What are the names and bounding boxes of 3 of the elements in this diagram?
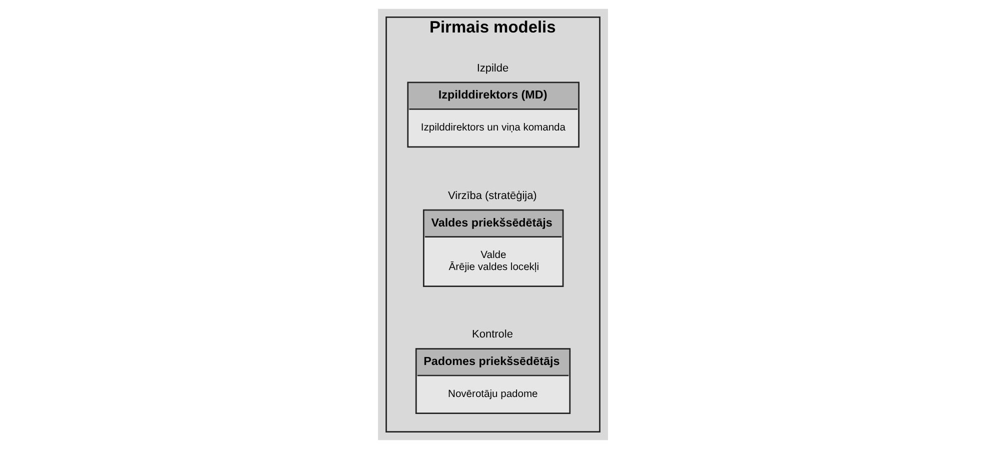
node-label: Virzība (stratēģija) (448, 190, 537, 202)
node-label: Izpilde (476, 62, 509, 74)
node-label: Kontrole (472, 328, 513, 341)
